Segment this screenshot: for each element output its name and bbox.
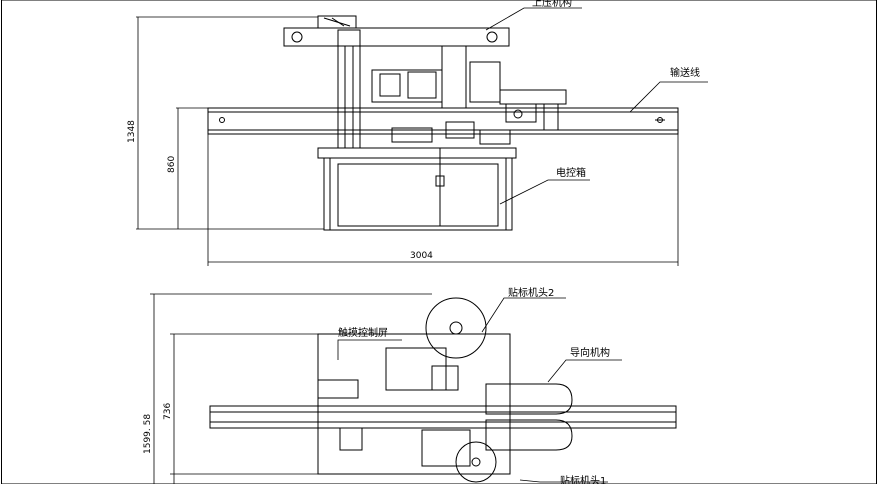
label-guide-mechanism: 导向机构: [570, 346, 610, 359]
dim-plan-width: 1599. 58: [143, 414, 153, 454]
dim-frame-width: 736: [163, 403, 173, 420]
leader-lines: [485, 7, 708, 205]
upper-press-bar: [283, 27, 510, 47]
label-upper-press: 上压机构: [532, 0, 572, 9]
label-control-box: 电控箱: [556, 166, 586, 179]
plan-dimension-lines: [150, 293, 432, 484]
plan-conveyor: [209, 405, 677, 429]
plan-view: [150, 293, 677, 484]
control-cabinet: [317, 147, 517, 159]
plan-leader-lines: [337, 297, 622, 483]
dim-conveyor-height: 860: [167, 156, 177, 173]
label-labeler-head-2: 贴标机头2: [508, 286, 554, 299]
label-touch-screen: 触摸控制屏: [338, 326, 388, 339]
front-view: [136, 7, 708, 266]
dim-total-length: 3004: [410, 251, 433, 261]
frame-outline: [317, 333, 511, 475]
dim-total-height: 1348: [127, 120, 137, 143]
label-labeler-head-1: 贴标机头1: [560, 474, 606, 484]
label-conveyor: 输送线: [670, 66, 700, 79]
dimension-lines: [136, 16, 679, 266]
